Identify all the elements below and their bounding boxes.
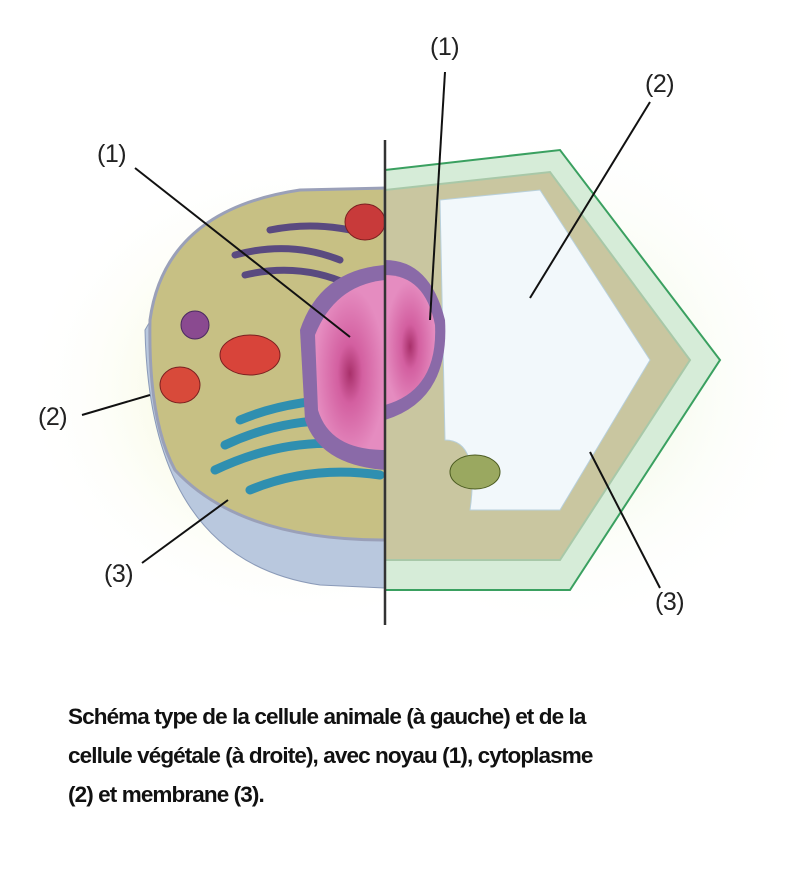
mitochondrion — [159, 366, 201, 404]
caption-line: cellule végétale (à droite), avec noyau … — [68, 743, 593, 768]
label-plant-membrane: (3) — [655, 588, 685, 616]
lysosome — [180, 310, 210, 340]
chloroplast — [449, 454, 501, 490]
caption-line: (2) et membrane (3). — [68, 782, 265, 807]
plant-cell — [384, 148, 722, 591]
figure-caption: Schéma type de la cellule animale (à gau… — [68, 697, 758, 814]
label-animal-cytoplasm: (2) — [38, 403, 68, 431]
label-animal-nucleus: (1) — [97, 140, 127, 168]
leader-lines — [81, 71, 661, 589]
label-plant-nucleus: (1) — [430, 33, 460, 61]
label-animal-membrane: (3) — [104, 560, 134, 588]
mitochondrion — [219, 334, 281, 376]
label-plant-cytoplasm: (2) — [645, 70, 675, 98]
nucleus-right — [385, 275, 436, 405]
caption-line: Schéma type de la cellule animale (à gau… — [68, 704, 586, 729]
mitochondrion — [344, 203, 386, 241]
animal-cell — [144, 186, 387, 589]
